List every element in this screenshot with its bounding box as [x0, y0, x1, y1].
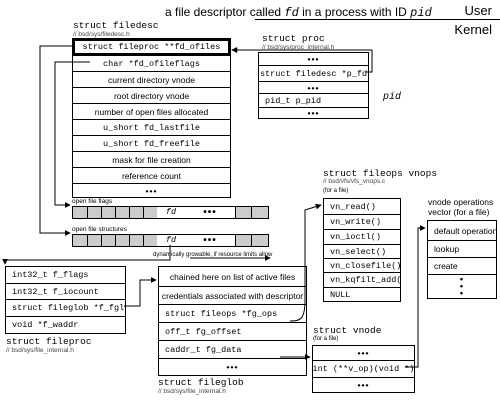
structs-cell-divider-4 [129, 235, 130, 246]
flags-cell-divider-8 [235, 207, 236, 218]
filedesc-row-cmask: mask for file creation [73, 151, 230, 167]
proc-row-more-3: ••• [259, 107, 368, 118]
structs-cell-divider-8 [235, 235, 236, 246]
proc-box: ••• struct filedesc *p_fd ••• pid_t p_pi… [258, 52, 369, 119]
structs-dots: ••• [185, 235, 235, 246]
vnode-ops-row-more: • • • [428, 274, 496, 298]
filedesc-src: // bsd/sys/filedesc.h [73, 31, 130, 38]
title-text-1: a file descriptor called [165, 5, 285, 19]
fileglob-row-ops: struct fileops *fg_ops [159, 304, 306, 322]
filedesc-row-ofileflags: char *fd_ofileflags [73, 55, 230, 71]
fileglob-row-cred: credentials associated with descriptor [159, 286, 306, 304]
fileops-row-ioctl: vn_ioctl() [324, 229, 400, 244]
filedesc-row-cdir: current directory vnode [73, 71, 230, 87]
vnode-row-more-2: ••• [313, 377, 414, 392]
flags-cell-divider-3 [115, 207, 116, 218]
vnode-ops-row-create: create [428, 257, 496, 274]
vnode-ops-title: vnode operations vector (for a file) [428, 197, 493, 217]
filedesc-row-rdir: root directory vnode [73, 87, 230, 103]
fileops-src: // bsd/vfs/vfs_vnops.c [323, 178, 386, 185]
filedesc-row-lastfile: u_short fd_lastfile [73, 119, 230, 135]
vnode-row-vop: int (**v_op)(void *) [313, 360, 414, 377]
fileglob-row-data: caddr_t fg_data [159, 340, 306, 358]
proc-src: // bsd/sys/proc_internal.h [262, 44, 335, 51]
filedesc-row-ofiles: struct fileproc **fd_ofiles [73, 39, 230, 55]
fileglob-src: // bsd/sys/file_internal.h [158, 388, 226, 395]
vnode-note: (for a file) [313, 336, 339, 342]
vnode-ops-box: default operation lookup create • • • [427, 220, 497, 299]
fileops-row-read: vn_read() [330, 201, 376, 212]
filedesc-row-freefile: u_short fd_freefile [73, 135, 230, 151]
user-kernel-divider [255, 19, 500, 20]
fileops-row-null: NULL [324, 287, 400, 301]
arrow-fd-to-fileproc [2, 245, 171, 265]
proc-row-more-2: ••• [259, 81, 368, 93]
fileops-box: vn_read() vn_write() vn_ioctl() vn_selec… [323, 198, 401, 302]
fileproc-row-waddr: void *f_waddr [6, 316, 125, 333]
flags-cell-divider-5 [143, 207, 144, 218]
structs-cell-divider-5 [143, 235, 144, 246]
fileproc-row-iocount: int32_t f_iocount [6, 283, 125, 299]
kernel-zone-label: Kernel [454, 22, 492, 37]
flags-cell-divider-4 [129, 207, 130, 218]
filedesc-name: struct filedesc [73, 20, 159, 31]
filedesc-row-nfiles: number of open files allocated [73, 103, 230, 119]
open-file-flags-array: fd ••• [72, 206, 269, 219]
fileproc-row-flags: int32_t f_flags [12, 270, 89, 280]
vnode-ops-row-lookup: lookup [428, 240, 496, 257]
flags-fd-cell: fd [157, 207, 185, 218]
fileops-row-kqfilt: vn_kqfilt_add() [324, 272, 400, 287]
structs-cell-divider-9 [251, 235, 252, 246]
arrow-fglob-to-fileglob [124, 277, 157, 307]
flags-cell-divider-2 [101, 207, 102, 218]
vnode-box: ••• int (**v_op)(void *) ••• [312, 345, 415, 393]
fileops-name: struct fileops vnops [323, 168, 438, 179]
fileops-row-write: vn_write() [324, 214, 400, 229]
filedesc-row-more: ••• [73, 183, 230, 197]
vnode-ops-title-1: vnode operations [428, 197, 494, 207]
open-file-structures-array: fd ••• [72, 234, 269, 247]
title-fd: fd [284, 6, 299, 20]
fileglob-row-more: ••• [159, 358, 306, 375]
structs-fd-cell: fd [157, 235, 185, 246]
fileglob-name: struct fileglob [158, 377, 244, 388]
vnode-ops-title-2: vector (for a file) [428, 207, 490, 217]
vnode-row-more-1: ••• [357, 348, 370, 358]
proc-row-pid: pid_t p_pid [259, 93, 368, 107]
structs-cell-divider-3 [115, 235, 116, 246]
fileglob-row-list: chained here on list of active files [169, 271, 296, 282]
flags-cell-divider-1 [87, 207, 88, 218]
growable-note: dynamically growable, if resource limits… [153, 252, 273, 258]
filedesc-box: struct fileproc **fd_ofiles char *fd_ofi… [72, 38, 231, 198]
user-zone-label: User [464, 3, 492, 18]
diagram-title: a file descriptor called fd in a process… [165, 5, 432, 20]
pid-label: pid [383, 92, 402, 103]
fileproc-box: int32_t f_flags int32_t f_iocount struct… [5, 266, 126, 334]
fileops-row-close: vn_closefile() [324, 258, 400, 272]
structs-cell-divider-1 [87, 235, 88, 246]
title-text-2: in a process with ID [298, 5, 411, 19]
open-file-structures-label: open file structures [72, 226, 127, 233]
fileops-row-select: vn_select() [324, 244, 400, 258]
open-file-flags-label: open file flags [72, 198, 113, 205]
title-pid: pid [410, 6, 432, 20]
fileops-note: (for a file) [323, 188, 349, 194]
vnode-name: struct vnode [313, 325, 382, 336]
proc-row-pfd: struct filedesc *p_fd [259, 65, 368, 81]
flags-dots: ••• [185, 207, 235, 218]
arrow-ofiles-to-structs [39, 45, 72, 236]
vnode-ops-row-default: default operation [434, 225, 496, 236]
fileglob-row-offset: off_t fg_offset [159, 322, 306, 340]
fileproc-name: struct fileproc [6, 336, 92, 347]
proc-name: struct proc [262, 33, 325, 44]
flags-cell-divider-9 [251, 207, 252, 218]
fileproc-src: // bsd/sys/file_internal.h [6, 347, 74, 354]
proc-row-more-1: ••• [307, 54, 320, 64]
filedesc-row-refcnt: reference count [73, 167, 230, 183]
fileglob-box: chained here on list of active files cre… [158, 266, 307, 376]
fileproc-row-fglob: struct fileglob *f_fglob [6, 299, 125, 316]
structs-cell-divider-2 [101, 235, 102, 246]
